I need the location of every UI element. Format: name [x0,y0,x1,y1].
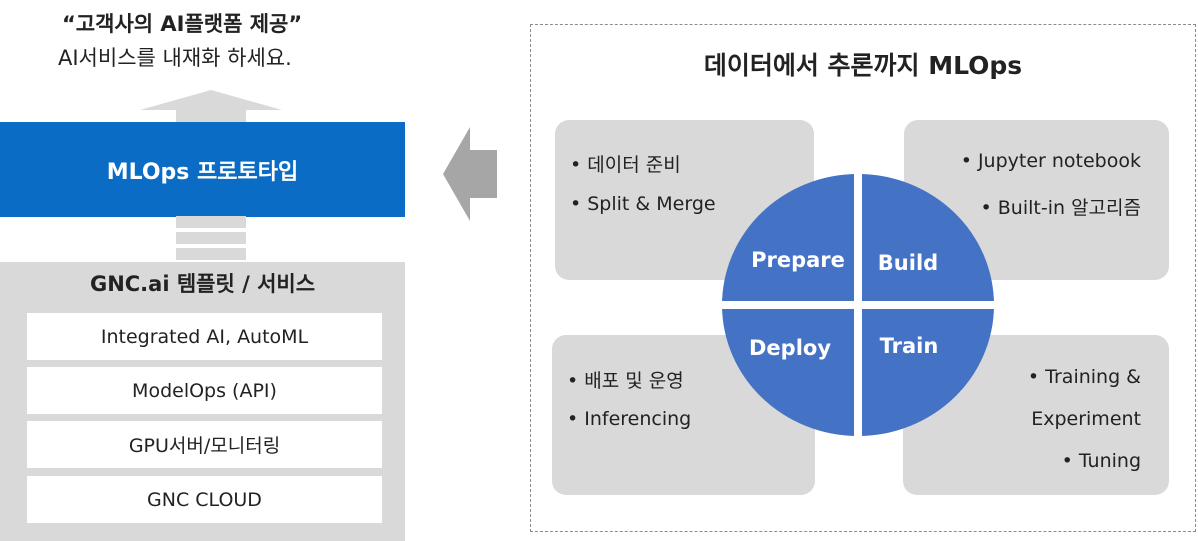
template-item-label: GPU서버/모니터링 [128,435,281,457]
build-bullet: • Built-in 알고리즘 [980,197,1141,219]
train-bullet-text: Experiment [1031,408,1141,430]
left-arrow-shaft [469,150,497,198]
up-arrow-shaft [176,110,246,124]
build-bullet-text: Jupyter notebook [977,150,1141,172]
build-bullet: • Jupyter notebook [960,150,1141,172]
template-item-label: GNC CLOUD [147,488,262,511]
train-bullet: Experiment [1031,408,1141,430]
build-bullet-text: Built-in 알고리즘 [997,197,1141,219]
prepare-bullet: • 데이터 준비 [570,154,681,176]
template-item: GNC CLOUD [27,476,382,523]
template-item-label: Integrated AI, AutoML [100,325,309,348]
train-bullet-text: Tuning [1078,450,1141,472]
up-arrow-icon [140,90,282,110]
connector-arrow-shaft [176,216,246,262]
train-bullet-text: Training & [1045,366,1141,388]
train-label: Train [880,334,939,358]
template-item-label: ModelOps (API) [132,379,277,402]
prepare-label: Prepare [751,248,845,272]
left-arrow-icon [443,127,470,221]
prototype-label: MLOps 프로토타입 [106,159,299,185]
train-bullet: • Tuning [1061,450,1141,472]
build-label: Build [878,251,938,275]
mlops-cycle-circle: Prepare Build Deploy Train [720,174,996,442]
deploy-bullet: • Inferencing [567,408,692,430]
template-item: ModelOps (API) [27,367,382,414]
template-item: Integrated AI, AutoML [27,313,382,360]
prototype-box: MLOps 프로토타입 [0,122,405,217]
mlops-title: 데이터에서 추론까지 MLOps [703,51,1023,80]
deploy-label: Deploy [749,336,831,360]
template-item: GPU서버/모니터링 [27,421,382,468]
prepare-bullet-text: 데이터 준비 [587,154,681,176]
prepare-bullet: • Split & Merge [570,193,716,215]
cycle-divider-horizontal [720,301,996,309]
deploy-bullet: • 배포 및 운영 [567,370,684,392]
quote-title: “고객사의 AI플랫폼 제공” [62,12,303,36]
quote-subtitle: AI서비스를 내재화 하세요. [58,46,292,70]
train-bullet: • Training & [1027,366,1141,388]
template-title: GNC.ai 템플릿 / 서비스 [89,272,316,296]
deploy-bullet-text: 배포 및 운영 [584,370,684,392]
deploy-bullet-text: Inferencing [584,408,692,430]
mlops-frame [530,24,1196,532]
prepare-bullet-text: Split & Merge [587,193,716,215]
